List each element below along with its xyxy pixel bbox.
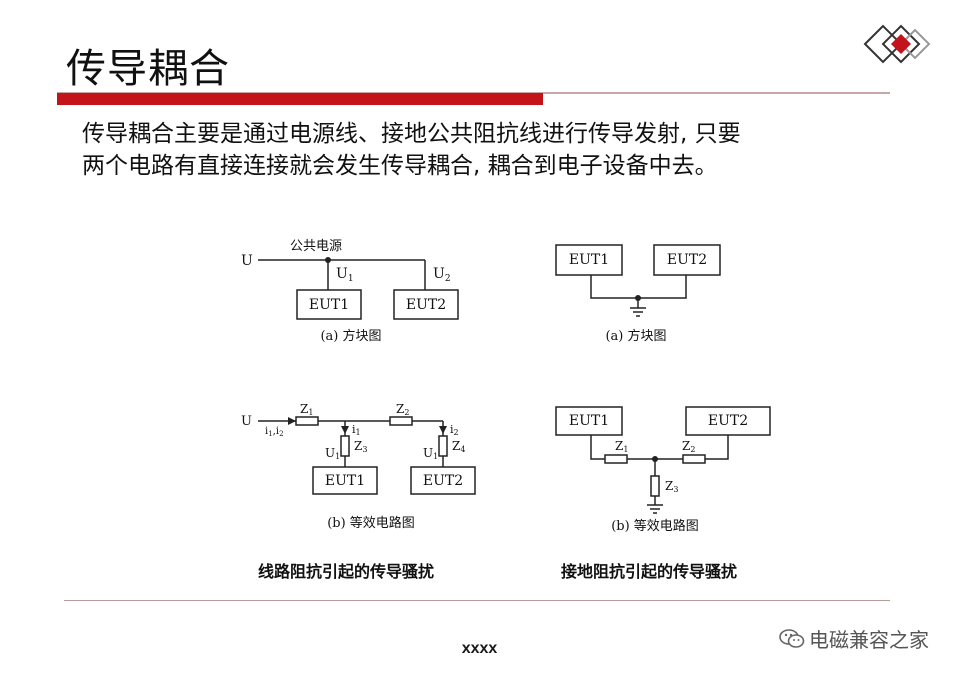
d1-u1-label: U1 xyxy=(336,266,354,284)
d1-eut2-label: EUT2 xyxy=(406,297,446,313)
d3-z1-label: Z1 xyxy=(300,402,313,417)
d4-z1-label: Z1 xyxy=(615,439,628,454)
d3-z2-label: Z2 xyxy=(396,402,409,417)
d3-resistor-z3 xyxy=(340,435,350,457)
d3-ua-label: U1 xyxy=(325,446,340,461)
d4-resistor-z2 xyxy=(682,454,706,464)
d4-z2-label: Z2 xyxy=(682,439,695,454)
d4-z3-label: Z3 xyxy=(665,479,678,494)
d3-eut2-label: EUT2 xyxy=(423,473,463,489)
d3-box-eut1 xyxy=(312,466,378,495)
d2-eut2-label: EUT2 xyxy=(667,252,707,268)
d3-z3-label: Z3 xyxy=(354,439,367,454)
d1-bus-label: 公共电源 xyxy=(290,239,342,254)
d4-eut1-label: EUT1 xyxy=(569,413,609,429)
d1-eut1-label: EUT1 xyxy=(309,297,349,313)
d1-box-eut1 xyxy=(296,289,362,320)
d4-eut2-label: EUT2 xyxy=(708,413,748,429)
d3-current-arrow xyxy=(288,417,296,425)
slide-title: 传导耦合 xyxy=(66,46,230,92)
d2-box-eut1 xyxy=(555,244,623,276)
d4-resistor-z1 xyxy=(604,454,628,464)
d3-i1-label: i1 xyxy=(352,423,361,437)
watermark: 电磁兼容之家 xyxy=(779,624,929,654)
d3-eut1-label: EUT1 xyxy=(325,473,365,489)
d2-caption: (a) 方块图 xyxy=(605,328,666,344)
title-accent-bar xyxy=(57,93,543,105)
footer-text: xxxx xyxy=(461,640,498,657)
body-line-2: 两个电路有直接连接就会发生传导耦合, 耦合到电子设备中去。 xyxy=(82,153,718,179)
d1-box-eut2 xyxy=(393,289,459,320)
d2-box-eut2 xyxy=(653,244,721,276)
d4-caption: (b) 等效电路图 xyxy=(611,518,699,534)
d3-resistor-z2 xyxy=(389,416,413,426)
d3-caption: (b) 等效电路图 xyxy=(327,515,415,531)
d1-source-label: U xyxy=(241,253,253,269)
body-text: 传导耦合主要是通过电源线、接地公共阻抗线进行传导发射, 只要 两个电路有直接连接… xyxy=(82,118,882,182)
d3-resistor-z4 xyxy=(438,435,448,457)
d1-u2-label: U2 xyxy=(433,266,451,284)
d3-i2-label: i2 xyxy=(450,423,459,437)
d1-caption: (a) 方块图 xyxy=(320,328,381,344)
d3-ub-label: U1 xyxy=(423,446,438,461)
caption-line-impedance: 线路阻抗引起的传导骚扰 xyxy=(258,562,435,581)
watermark-text: 电磁兼容之家 xyxy=(809,628,929,652)
d4-box-eut1 xyxy=(555,406,623,436)
d3-currents-label: i1,i2 xyxy=(265,426,284,438)
wechat-icon xyxy=(779,629,805,654)
body-line-1: 传导耦合主要是通过电源线、接地公共阻抗线进行传导发射, 只要 xyxy=(82,121,741,147)
caption-ground-impedance: 接地阻抗引起的传导骚扰 xyxy=(561,562,738,581)
d3-source-label: U xyxy=(241,414,252,429)
d3-box-eut2 xyxy=(410,466,476,495)
d2-eut1-label: EUT1 xyxy=(569,252,609,268)
d3-resistor-z1 xyxy=(295,416,319,426)
d3-z4-label: Z4 xyxy=(452,439,465,454)
footer-divider xyxy=(64,600,890,601)
d4-resistor-z3 xyxy=(650,475,660,497)
